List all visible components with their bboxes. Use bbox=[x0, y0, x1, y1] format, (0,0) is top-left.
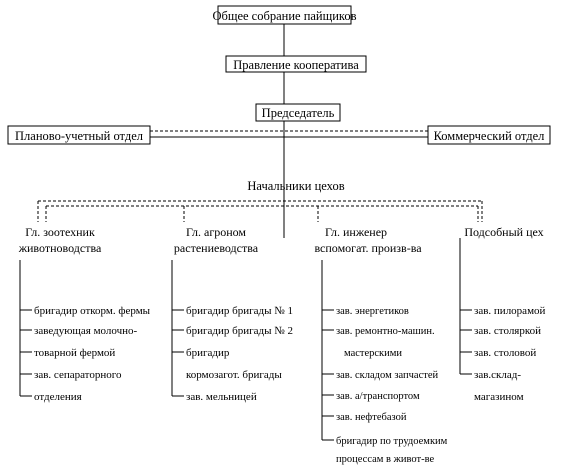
dept3-item: зав. а/транспортом bbox=[336, 391, 420, 402]
dept4-item: зав.склад- bbox=[474, 369, 521, 381]
board-box bbox=[225, 55, 367, 73]
chairman-label: Председатель bbox=[262, 106, 335, 120]
assembly-box bbox=[217, 5, 352, 25]
dept3-item: зав. ремонтно-машин. bbox=[336, 326, 435, 337]
dept4-item: магазином bbox=[474, 391, 524, 403]
dept1-item: товарной фермой bbox=[34, 347, 115, 359]
dept3-item: мастерскими bbox=[344, 348, 402, 359]
dept1-title-line2: животноводства bbox=[18, 241, 102, 255]
dept2-item: бригадир бригады № 2 bbox=[186, 325, 293, 337]
dept3-item: зав. нефтебазой bbox=[336, 412, 407, 423]
chairman-box bbox=[255, 103, 341, 122]
dept3-item: бригадир по трудоемким bbox=[336, 436, 448, 447]
board-label: Правление кооператива bbox=[233, 58, 359, 72]
dept2-title-line2: растениеводства bbox=[174, 241, 259, 255]
commercial-dept-label: Коммерческий отдел bbox=[434, 129, 545, 143]
dept1-item: отделения bbox=[34, 391, 82, 403]
dept4-item: зав. столяркой bbox=[474, 325, 541, 337]
dept2-item: зав. мельницей bbox=[186, 391, 257, 403]
dept3-item: процессам в живот-ве bbox=[336, 454, 434, 465]
dept1-item: зав. сепараторного bbox=[34, 369, 122, 381]
dept4-item: зав. столовой bbox=[474, 347, 536, 359]
heads-label: Начальники цехов bbox=[247, 179, 344, 193]
planning-dept-label: Планово-учетный отдел bbox=[15, 129, 143, 143]
commercial-dept-box bbox=[427, 125, 551, 145]
planning-dept-box bbox=[7, 125, 151, 145]
dept4-title: Подсобный цех bbox=[464, 225, 543, 239]
dept4-item: зав. пилорамой bbox=[474, 305, 546, 317]
dept2-item: кормозагот. бригады bbox=[186, 369, 282, 381]
assembly-label: Общее собрание пайщиков bbox=[212, 9, 356, 23]
dept1-item: заведующая молочно- bbox=[34, 325, 138, 337]
dept2-item: бригадир бригады № 1 bbox=[186, 305, 293, 317]
dept3-title-line1: Гл. инженер bbox=[325, 225, 387, 239]
dept3-title-line2: вспомогат. произв-ва bbox=[314, 241, 422, 255]
dept3-item: зав. энергетиков bbox=[336, 306, 409, 317]
dept1-item: бригадир откорм. фермы bbox=[34, 305, 151, 317]
dept2-item: бригадир bbox=[186, 347, 230, 359]
dept2-title-line1: Гл. агроном bbox=[186, 225, 246, 239]
dept1-title-line1: Гл. зоотехник bbox=[25, 225, 95, 239]
dept3-item: зав. складом запчастей bbox=[336, 370, 438, 381]
